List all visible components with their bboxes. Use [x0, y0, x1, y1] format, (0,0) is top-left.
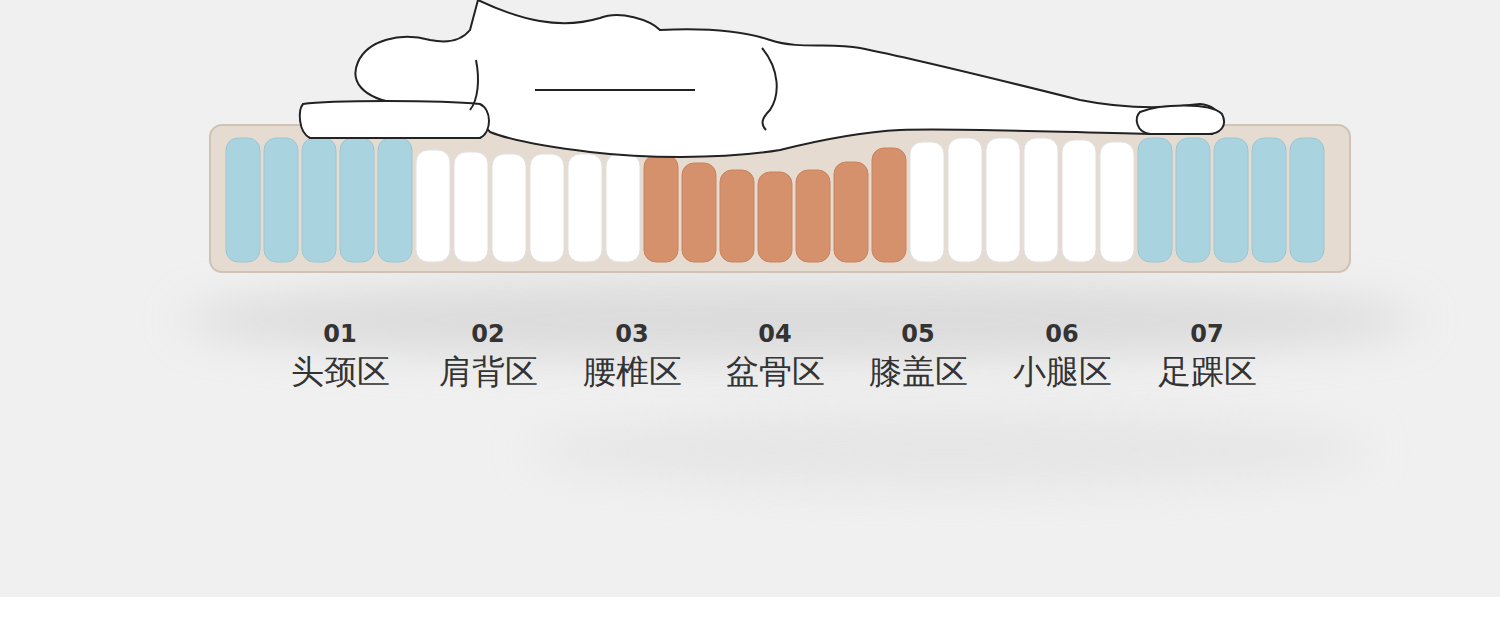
spring-coil: [682, 163, 716, 262]
shadow: [180, 280, 1420, 360]
zone-number: 04: [758, 322, 791, 346]
zone-number: 06: [1045, 322, 1078, 346]
spring-coil: [492, 154, 526, 262]
spring-coil: [872, 148, 906, 262]
spring-coil: [1024, 138, 1058, 262]
spring-coil: [606, 154, 640, 262]
spring-coil: [1100, 142, 1134, 262]
spring-coil: [948, 138, 982, 262]
spring-coil: [226, 138, 260, 262]
person-outline: [300, 0, 1224, 157]
zone-name: 头颈区: [291, 355, 390, 388]
spring-coil: [796, 170, 830, 262]
zone-name: 肩背区: [439, 355, 538, 388]
spring-coil: [758, 172, 792, 262]
zone-number: 07: [1190, 322, 1223, 346]
spring-coil: [416, 150, 450, 262]
zone-name: 盆骨区: [726, 355, 825, 388]
spring-coil: [1290, 138, 1324, 262]
spring-coil: [1214, 138, 1248, 262]
spring-coil: [264, 138, 298, 262]
zone-number: 02: [471, 322, 504, 346]
spring-coil: [340, 138, 374, 262]
zone-number: 03: [615, 322, 648, 346]
shadow: [530, 410, 1370, 490]
spring-coil: [910, 142, 944, 262]
zone-name: 足踝区: [1158, 355, 1257, 388]
spring-coil: [986, 138, 1020, 262]
spring-coil: [1176, 138, 1210, 262]
spring-coil: [454, 152, 488, 262]
spring-coil: [720, 170, 754, 262]
spring-row: [226, 138, 1324, 262]
zone-name: 小腿区: [1013, 355, 1112, 388]
spring-coil: [302, 138, 336, 262]
spring-coil: [1252, 138, 1286, 262]
zone-name: 膝盖区: [869, 355, 968, 388]
zone-number: 05: [901, 322, 934, 346]
spring-coil: [1138, 138, 1172, 262]
zone-number: 01: [323, 322, 356, 346]
spring-coil: [530, 154, 564, 262]
spring-coil: [1062, 140, 1096, 262]
zone-name: 腰椎区: [583, 355, 682, 388]
spring-coil: [834, 162, 868, 262]
spring-coil: [644, 155, 678, 262]
spring-coil: [378, 138, 412, 262]
spring-coil: [568, 154, 602, 262]
